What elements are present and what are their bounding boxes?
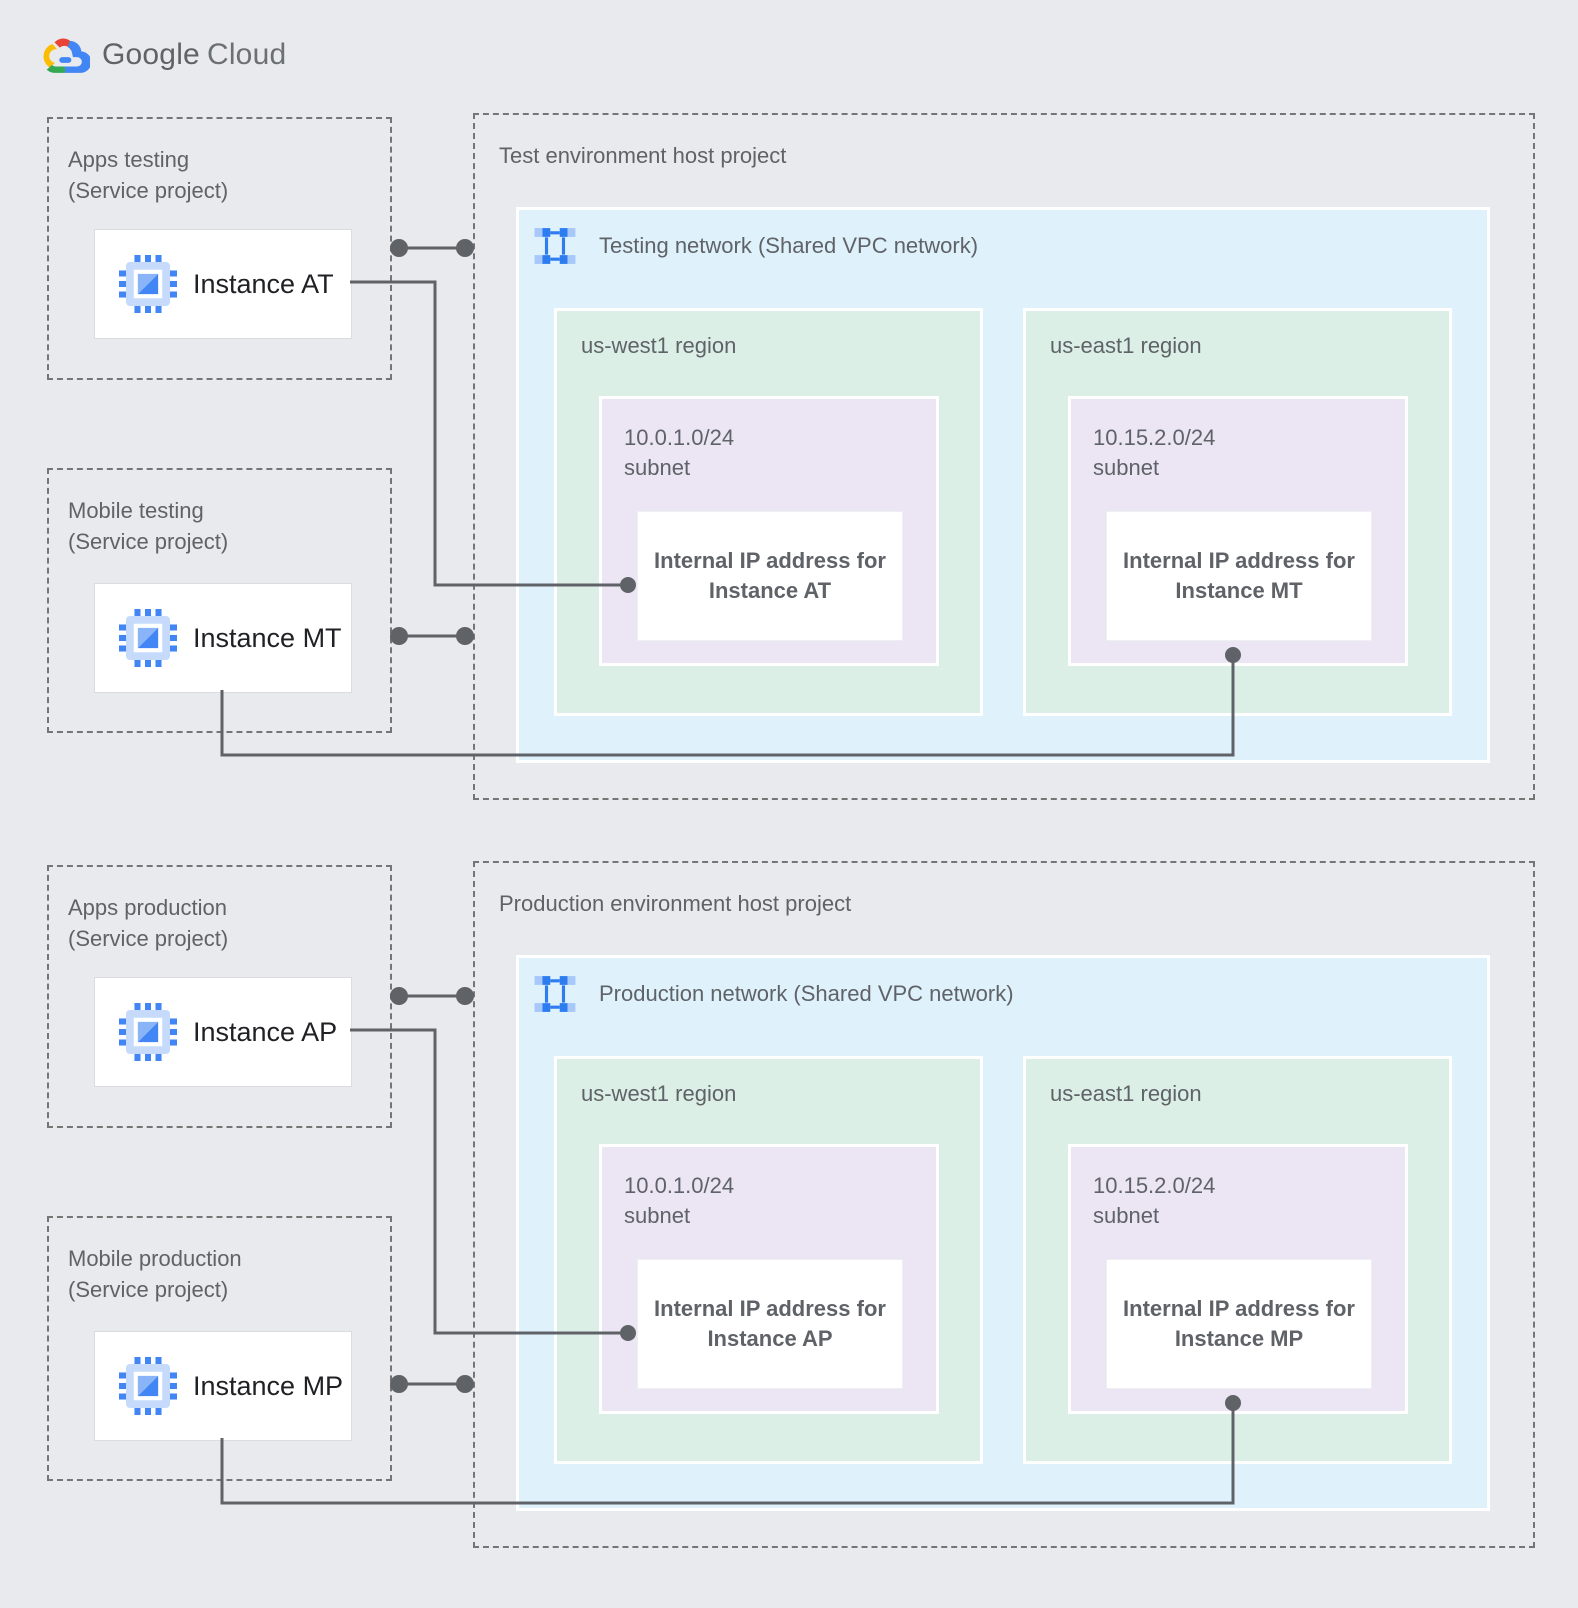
internal-ip-line2: Instance AP <box>707 1326 833 1351</box>
subnet-cidr: 10.15.2.0/24 <box>1093 1173 1216 1198</box>
host-project-production: Production environment host project Prod… <box>473 861 1535 1548</box>
host-project-title: Production environment host project <box>499 891 852 916</box>
region-label: us-east1 region <box>1050 333 1202 358</box>
link-mobile-production-to-prod-host <box>390 1375 474 1393</box>
internal-ip-line1: Internal IP address for <box>1123 548 1355 573</box>
service-project-apps-testing: Apps testing (Service project) Instance … <box>47 117 392 380</box>
instance-card-at: Instance AT <box>94 229 352 339</box>
region-label: us-east1 region <box>1050 1081 1202 1106</box>
service-project-label: Mobile production (Service project) <box>68 1243 390 1305</box>
instance-label: Instance MT <box>193 622 342 653</box>
subnet-cidr: 10.0.1.0/24 <box>624 425 735 450</box>
instance-label: Instance MP <box>193 1370 344 1401</box>
service-project-name: Mobile production <box>68 1246 242 1271</box>
subnet-word: subnet <box>1093 1203 1160 1228</box>
instance-label: Instance AP <box>193 1016 338 1047</box>
internal-ip-line2: Instance AT <box>708 578 832 603</box>
network-label: Testing network (Shared VPC network) <box>599 233 979 258</box>
shared-vpc-network-testing: Testing network (Shared VPC network) us-… <box>516 207 1490 763</box>
service-project-type: (Service project) <box>68 178 229 203</box>
subnet-label: 10.15.2.0/24 subnet <box>1093 423 1405 483</box>
internal-ip-line2: Instance MT <box>1175 578 1303 603</box>
service-project-name: Mobile testing <box>68 498 204 523</box>
service-project-type: (Service project) <box>68 1277 229 1302</box>
subnet-label: 10.0.1.0/24 subnet <box>624 423 936 483</box>
instance-card-ap: Instance AP <box>94 977 352 1087</box>
logo-word-cloud: Cloud <box>206 38 287 71</box>
service-project-label: Apps production (Service project) <box>68 892 390 954</box>
internal-ip-line1: Internal IP address for <box>654 548 886 573</box>
region-us-east1: us-east1 region 10.15.2.0/24 subnet Inte… <box>1023 308 1452 716</box>
service-project-label: Mobile testing (Service project) <box>68 495 390 557</box>
region-us-west1: us-west1 region 10.0.1.0/24 subnet Inter… <box>554 308 983 716</box>
region-label: us-west1 region <box>581 1081 737 1106</box>
subnet-label: 10.15.2.0/24 subnet <box>1093 1171 1405 1231</box>
instance-card-mp: Instance MP <box>94 1331 352 1441</box>
subnet-word: subnet <box>624 455 691 480</box>
shared-vpc-network-production: Production network (Shared VPC network) … <box>516 955 1490 1511</box>
subnet-10-15-2-0: 10.15.2.0/24 subnet Internal IP address … <box>1068 1144 1408 1414</box>
service-project-label: Apps testing (Service project) <box>68 144 390 206</box>
service-project-apps-production: Apps production (Service project) Instan… <box>47 865 392 1128</box>
subnet-word: subnet <box>624 1203 691 1228</box>
link-apps-testing-to-test-host <box>390 239 474 257</box>
google-cloud-icon <box>43 38 90 73</box>
link-apps-production-to-prod-host <box>390 987 474 1005</box>
host-project-title: Test environment host project <box>499 143 787 168</box>
compute-engine-icon <box>119 1003 177 1061</box>
internal-ip-box-at: Internal IP address for Instance AT <box>637 511 903 641</box>
logo-word-google: Google <box>102 38 200 71</box>
network-header: Production network (Shared VPC network) <box>519 958 1487 1013</box>
internal-ip-line1: Internal IP address for <box>1123 1296 1355 1321</box>
subnet-10-0-1-0: 10.0.1.0/24 subnet Internal IP address f… <box>599 1144 939 1414</box>
host-project-test: Test environment host project Testing ne… <box>473 113 1535 800</box>
subnet-label: 10.0.1.0/24 subnet <box>624 1171 936 1231</box>
compute-engine-icon <box>119 1357 177 1415</box>
subnet-cidr: 10.15.2.0/24 <box>1093 425 1216 450</box>
instance-card-mt: Instance MT <box>94 583 352 693</box>
region-us-east1: us-east1 region 10.15.2.0/24 subnet Inte… <box>1023 1056 1452 1464</box>
network-header: Testing network (Shared VPC network) <box>519 210 1487 265</box>
subnet-word: subnet <box>1093 455 1160 480</box>
region-us-west1: us-west1 region 10.0.1.0/24 subnet Inter… <box>554 1056 983 1464</box>
network-label: Production network (Shared VPC network) <box>599 981 1014 1006</box>
link-mobile-testing-to-test-host <box>390 627 474 645</box>
instance-label: Instance AT <box>193 268 334 299</box>
subnet-cidr: 10.0.1.0/24 <box>624 1173 735 1198</box>
internal-ip-line2: Instance MP <box>1174 1326 1304 1351</box>
service-project-type: (Service project) <box>68 529 229 554</box>
compute-engine-icon <box>119 255 177 313</box>
region-label: us-west1 region <box>581 333 737 358</box>
internal-ip-box-ap: Internal IP address for Instance AP <box>637 1259 903 1389</box>
service-project-type: (Service project) <box>68 926 229 951</box>
service-project-mobile-production: Mobile production (Service project) Inst… <box>47 1216 392 1481</box>
internal-ip-box-mt: Internal IP address for Instance MT <box>1106 511 1372 641</box>
service-project-name: Apps testing <box>68 147 190 172</box>
subnet-10-0-1-0: 10.0.1.0/24 subnet Internal IP address f… <box>599 396 939 666</box>
subnet-10-15-2-0: 10.15.2.0/24 subnet Internal IP address … <box>1068 396 1408 666</box>
compute-engine-icon <box>119 609 177 667</box>
service-project-mobile-testing: Mobile testing (Service project) Instanc… <box>47 468 392 733</box>
service-project-name: Apps production <box>68 895 227 920</box>
internal-ip-line1: Internal IP address for <box>654 1296 886 1321</box>
vpc-network-icon <box>534 228 576 264</box>
internal-ip-box-mp: Internal IP address for Instance MP <box>1106 1259 1372 1389</box>
vpc-network-icon <box>534 976 576 1012</box>
